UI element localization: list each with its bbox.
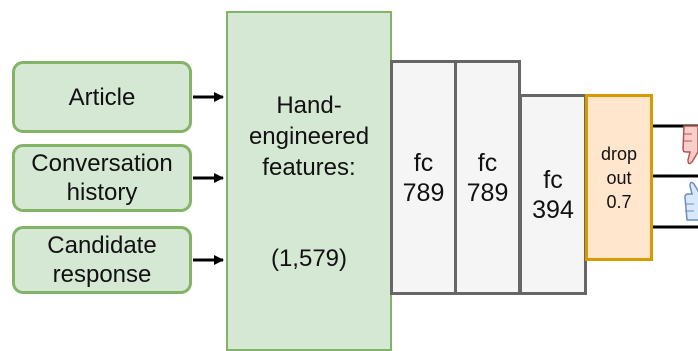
input-response-label-line2: response [52,261,152,288]
features-title: Hand- engineered features: [228,90,390,183]
fc-layer-1-size: 789 [402,178,445,207]
fc-layer-1: fc 789 [390,60,457,295]
features-dimension: (1,579) [270,245,348,272]
features-title-line1: Hand- [276,92,342,119]
dropout-layer: drop out 0.7 [585,94,653,261]
input-response-label-line1: Candidate [47,232,157,259]
input-conversation-history-box: Conversation history [12,144,192,212]
input-article-box: Article [12,61,192,133]
fc-layer-3: fc 394 [519,94,587,295]
input-history-label-line2: history [66,179,138,206]
fc-layer-2: fc 789 [454,60,521,295]
input-candidate-response-box: Candidate response [12,226,192,294]
hand-engineered-features-box: Hand- engineered features: (1,579) [226,11,392,351]
thumbs-down-icon [682,125,698,165]
fc-layer-2-size: 789 [466,178,509,207]
dropout-line1: drop [600,143,638,164]
features-title-line3: features: [262,154,356,181]
dropout-rate: 0.7 [606,191,632,212]
features-title-line2: engineered [248,123,370,150]
model-architecture-diagram: Article Conversation history Candidate r… [12,11,698,351]
fc-layer-3-name: fc [543,165,563,194]
fc-layer-3-size: 394 [532,195,574,224]
fc-layer-1-name: fc [413,148,434,177]
input-article-label: Article [68,83,136,111]
fc-layer-2-name: fc [477,148,498,177]
dropout-line2: out [606,167,632,188]
thumbs-up-icon [684,181,698,221]
input-history-label-line1: Conversation [31,150,173,177]
